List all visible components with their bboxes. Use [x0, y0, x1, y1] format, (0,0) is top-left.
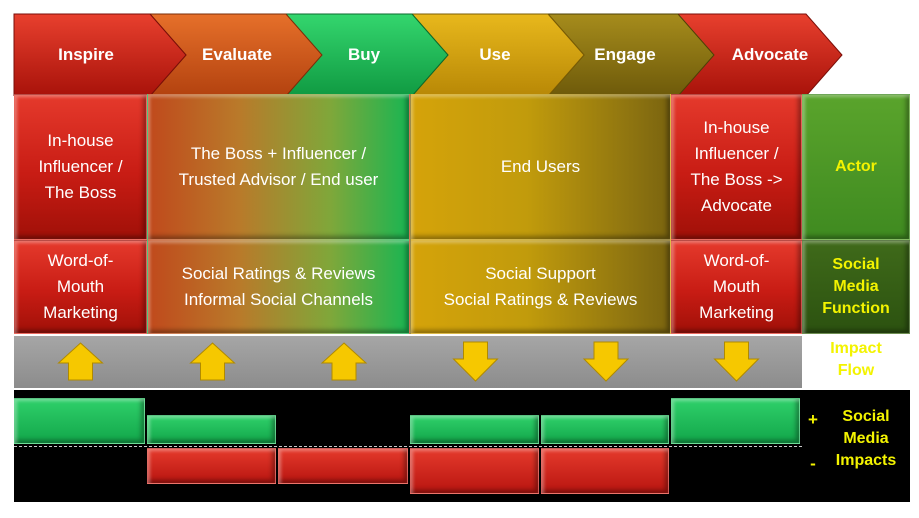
function-evaluate-buy: Social Ratings & Reviews Informal Social… — [147, 240, 410, 334]
impact-arrow-up-3 — [320, 342, 368, 381]
impact-arrow-up-1 — [57, 342, 104, 381]
positive-impact-bar-4 — [410, 415, 539, 444]
function-inspire: Word-of- Mouth Marketing — [14, 240, 147, 334]
positive-impact-bar-5 — [541, 415, 669, 444]
negative-impact-bar-4 — [410, 448, 539, 494]
impact-flow-band — [14, 336, 802, 388]
impacts-plus-sign: + — [808, 410, 818, 429]
chevron-inspire — [13, 13, 187, 96]
impact-arrow-up-2 — [189, 342, 236, 381]
impact-arrow-down-4 — [452, 341, 499, 382]
negative-impact-bar-2 — [147, 448, 276, 484]
actor-advocate: In-house Influencer / The Boss -> Advoca… — [671, 94, 802, 240]
positive-impact-bar-1 — [14, 398, 145, 444]
row-label-social-media-impacts: Social Media Impacts — [835, 408, 897, 469]
actor-inspire: In-house Influencer / The Boss — [14, 94, 147, 240]
impacts-baseline — [14, 446, 802, 447]
actor-use-engage: End Users — [410, 94, 671, 240]
stage-chevrons — [13, 13, 843, 96]
positive-impact-bar-6 — [671, 398, 800, 444]
positive-impact-bar-2 — [147, 415, 276, 444]
impacts-minus-sign: - — [810, 454, 816, 473]
impact-arrow-down-6 — [713, 341, 760, 382]
impact-arrow-down-5 — [582, 341, 630, 382]
negative-impact-bar-5 — [541, 448, 669, 494]
row-label-impact-flow: Impact Flow — [830, 340, 882, 379]
row-label-actor: Actor — [802, 94, 910, 240]
row-label-social-media-function: Social Media Function — [802, 240, 910, 334]
function-advocate: Word-of- Mouth Marketing — [671, 240, 802, 334]
impact-flow-arrows — [57, 341, 760, 382]
negative-impact-bar-3 — [278, 448, 408, 484]
actor-evaluate-buy: The Boss + Influencer / Trusted Advisor … — [147, 94, 410, 240]
function-use-engage: Social Support Social Ratings & Reviews — [410, 240, 671, 334]
